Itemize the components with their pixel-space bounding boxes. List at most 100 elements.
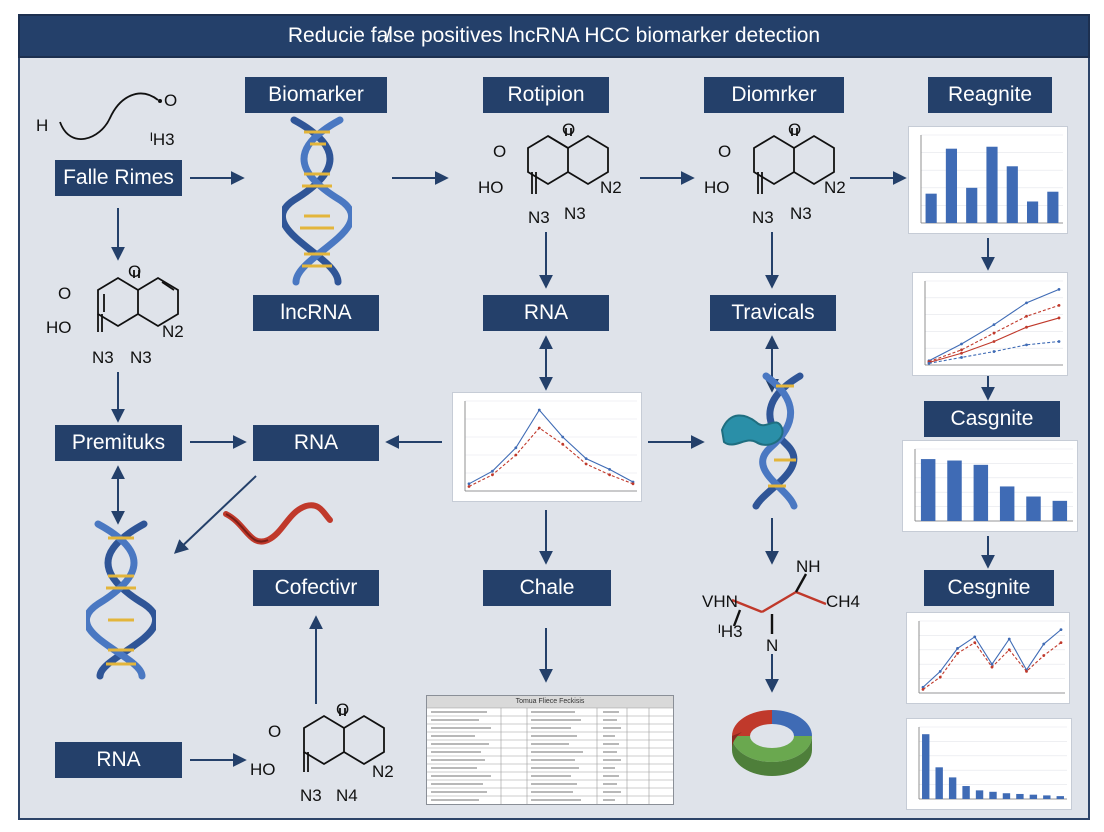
bar [966,187,978,223]
chem-h3: ᴵH3 [150,130,175,149]
data-point [960,356,963,359]
bar [922,734,930,799]
data-point [491,473,494,477]
series-line [468,409,634,485]
bar [1043,795,1051,799]
molecule-bottom [303,708,385,772]
chem-n3-bot: N3 [300,786,322,805]
data-point [467,482,471,486]
label-lncrna: lncRNA [253,295,379,331]
chem-o-left-1: O [58,284,72,303]
chem-ho-dio: HO [704,178,730,197]
arrow-rna-to-dna-diagonal [173,475,257,554]
data-point [467,485,471,488]
table-header: Tomua Fliece Feckisis [427,696,673,708]
data-point [992,331,996,335]
series-line [468,427,634,487]
chem-n2-left: N2 [162,322,184,341]
chem-o-bot-2: O [336,700,350,719]
bar [925,193,937,223]
chem-ch4: CH4 [826,592,861,611]
bar [1052,500,1068,521]
data-point [1059,628,1063,632]
chem-n3-left-2: N3 [130,348,152,367]
chem-n3-dio-2: N3 [790,204,812,223]
bar [1047,191,1059,223]
label-diomrker: Diomrker [704,77,844,113]
label-cofectivr: Cofectivr [253,570,379,606]
data-point [938,675,942,679]
donut-chart [731,710,812,776]
bar-chart-bottom [906,718,1072,810]
chem-n3-left-1: N3 [92,348,114,367]
data-point [1057,303,1061,307]
line-chart-right [912,272,1068,376]
data-point [921,685,925,689]
data-point [584,457,588,460]
dna-helix-left [86,520,156,680]
dna-helix-biomarker [282,116,352,286]
label-biomarker: Biomarker [245,77,387,113]
chem-n2-rot: N2 [600,178,622,197]
data-point [1042,654,1046,657]
bar [945,148,958,223]
data-point [990,665,994,669]
data-point [631,482,635,486]
label-premituks: Premituks [55,425,182,461]
label-falle-rimes: Falle Rimes [55,160,182,196]
chem-h3-chain: ᴵH3 [718,622,743,641]
data-point [956,646,959,650]
bar [935,767,943,799]
data-point [561,442,565,446]
data-point [537,408,541,412]
bar [1029,794,1038,799]
bar [948,777,957,799]
red-strand [223,502,333,545]
bar [986,146,998,223]
line-chart-cesgnite [906,612,1070,704]
chem-nh: NH [796,557,821,576]
data-point [1007,648,1011,652]
data-point [992,340,996,343]
data-point [956,652,959,655]
label-chale: Chale [483,570,611,606]
data-point [1057,288,1061,291]
molecule-left [97,270,179,332]
data-table: Tomua Fliece Feckisis [426,695,674,805]
chem-o-dio-2: O [788,120,802,139]
chem-vhn: VHN [702,592,738,611]
data-point [960,351,963,355]
bar [1002,793,1011,799]
chem-n3-rot-2: N3 [564,204,586,223]
label-reagnite: Reagnite [928,77,1052,113]
chem-n2-bot: N2 [372,762,394,781]
dna-helix-protein [720,372,804,510]
diagram-title: Reducie fa̸lse positives lncRNA HCC biom… [287,24,821,47]
label-rna-bottom: RNA [55,742,182,778]
chem-n-chain: N [766,636,779,655]
bar [962,786,970,799]
data-point [938,670,942,673]
bar [973,464,989,521]
line-chart-center [452,392,642,502]
bar [1026,201,1039,223]
chem-n2-dio: N2 [824,178,846,197]
data-point [584,462,588,466]
data-point [1025,314,1028,318]
label-cesgnite: Cesgnite [924,570,1054,606]
bar [989,791,997,799]
bar-chart-reagnite [908,126,1068,234]
data-point [960,348,963,352]
chem-n4-bot: N4 [336,786,358,805]
data-point [608,473,611,477]
data-point [491,469,494,473]
bar [999,486,1015,521]
data-point [1025,670,1028,673]
data-point [1025,301,1028,305]
molecule-rotipion [527,128,609,194]
chem-o-rot-2: O [562,120,576,139]
data-point [973,641,977,644]
bar-chart-casgnite [902,440,1078,532]
